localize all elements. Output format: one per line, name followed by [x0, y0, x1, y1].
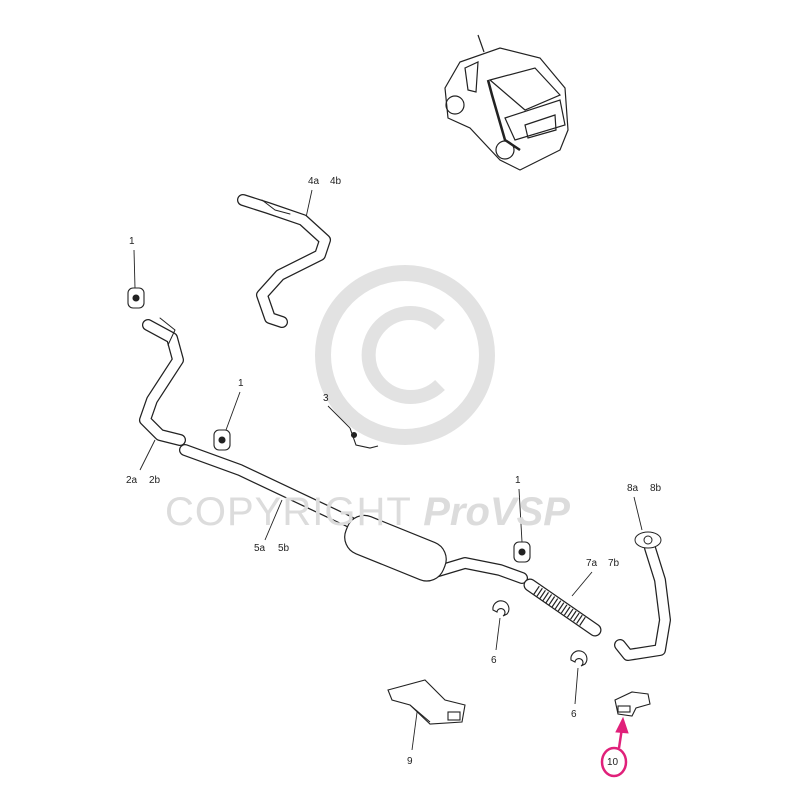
- rubber-mount-1c: [513, 541, 531, 563]
- front-pipe-8: [614, 531, 671, 661]
- callout-6: 6: [491, 655, 497, 666]
- rear-pipe-2: [139, 317, 186, 446]
- copyright-watermark-symbol-icon: [315, 265, 495, 445]
- callout-5a: 5a: [254, 543, 266, 554]
- vehicle-location-thumbnail: [444, 34, 569, 171]
- watermark-copyright: COPYRIGHT: [165, 490, 412, 534]
- silencer-5: [179, 444, 528, 584]
- callout-1: 1: [238, 378, 244, 389]
- flex-pipe-7: [523, 578, 602, 637]
- callout-8a: 8a: [627, 483, 639, 494]
- bracket-10: [614, 691, 651, 717]
- callout-10: 10: [607, 757, 619, 768]
- callout-4b: 4b: [330, 176, 342, 187]
- rubber-mount-1b: [213, 429, 231, 451]
- callout-2a: 2a: [126, 475, 138, 486]
- rubber-mount-1a: [127, 287, 145, 309]
- bracket-9: [387, 679, 466, 725]
- callout-1: 1: [129, 236, 135, 247]
- callout-6: 6: [571, 709, 577, 720]
- callout-1: 1: [515, 475, 521, 486]
- hanger-3: [349, 427, 379, 449]
- highlight-arrow-icon: [600, 716, 629, 778]
- tailpipe-4: [237, 194, 331, 328]
- callout-7a: 7a: [586, 558, 598, 569]
- callout-5b: 5b: [278, 543, 290, 554]
- callout-7b: 7b: [608, 558, 620, 569]
- leader-lines: [133, 189, 643, 751]
- copyright-watermark-text: COPYRIGHT ProVSP: [165, 492, 570, 532]
- callout-8b: 8b: [650, 483, 662, 494]
- clamp-6a: [492, 600, 510, 617]
- clamp-6b: [570, 650, 588, 667]
- callout-3: 3: [323, 393, 329, 404]
- callout-2b: 2b: [149, 475, 161, 486]
- watermark-brand: ProVSP: [423, 490, 570, 534]
- callout-4a: 4a: [308, 176, 320, 187]
- callout-9: 9: [407, 756, 413, 767]
